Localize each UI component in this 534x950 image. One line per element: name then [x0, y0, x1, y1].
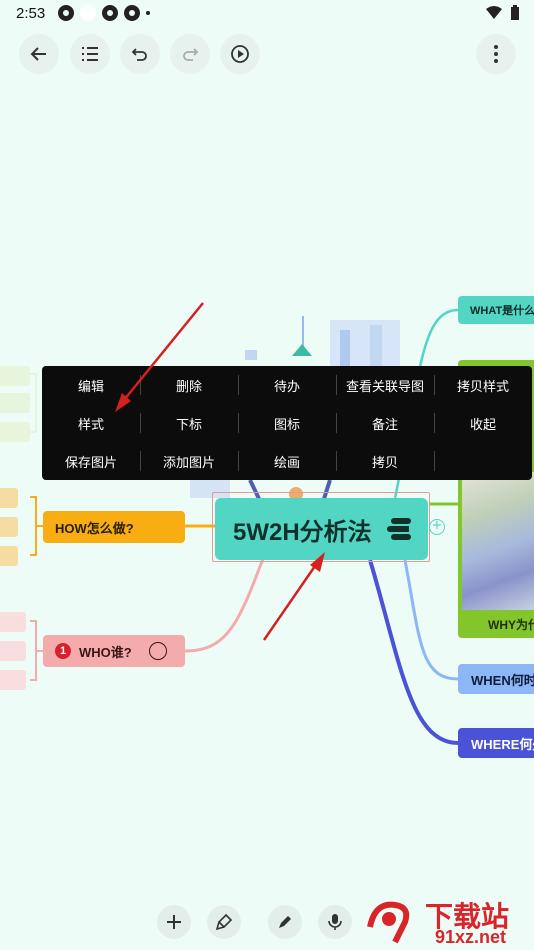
collapsed-leaf[interactable] [0, 422, 30, 442]
menu-item-subscript[interactable]: 下标 [175, 417, 202, 433]
menu-item-icon[interactable]: 图标 [273, 417, 300, 433]
pen-button[interactable] [268, 905, 302, 939]
node-where-label: WHERE何处 [471, 736, 534, 752]
menu-item-add-image[interactable]: 添加图片 [162, 455, 215, 471]
top-toolbar [0, 34, 534, 76]
notification-icon [124, 5, 140, 21]
menu-item-note[interactable]: 备注 [371, 417, 398, 433]
more-notifications-dot [146, 11, 150, 15]
menu-separator [434, 413, 435, 433]
node-who-label: WHO谁? [79, 644, 132, 660]
central-topic[interactable]: 5W2H分析法 [215, 498, 428, 560]
how-leaf[interactable] [0, 517, 18, 537]
central-topic-title: 5W2H分析法 [233, 518, 372, 546]
context-menu: 编辑 删除 待办 查看关联导图 拷贝样式 样式 下标 图标 备注 收起 保存图片… [42, 366, 532, 480]
menu-item-copy[interactable]: 拷贝 [371, 455, 398, 471]
logo-mark-icon [367, 901, 410, 944]
node-how-label: HOW怎么做? [55, 520, 134, 536]
menu-separator [336, 413, 337, 433]
node-when[interactable]: WHEN何时 [458, 664, 534, 694]
collapsed-leaf[interactable] [0, 366, 30, 386]
microphone-icon [328, 914, 342, 930]
menu-separator [140, 375, 141, 395]
play-button[interactable] [220, 34, 260, 74]
notification-icon [58, 5, 74, 21]
watermark-url: 91xz.net [435, 927, 507, 947]
menu-item-draw[interactable]: 绘画 [273, 455, 300, 471]
node-what-label: WHAT是什么 [470, 305, 534, 317]
node-why-label: WHY为什么 [488, 618, 534, 632]
node-who[interactable]: 1 WHO谁? [43, 635, 185, 667]
back-button[interactable] [19, 34, 59, 74]
node-what[interactable]: WHAT是什么 [458, 296, 534, 324]
menu-separator [434, 451, 435, 471]
notification-icon [80, 5, 96, 21]
system-icons [486, 5, 520, 21]
who-leaf[interactable] [0, 670, 26, 690]
wifi-icon [486, 6, 502, 19]
topic-structure-icon [387, 518, 415, 540]
watermark-logo: 下载站 91xz.net [365, 895, 534, 950]
bottom-toolbar [150, 900, 534, 946]
status-time: 2:53 [16, 5, 46, 22]
menu-separator [336, 375, 337, 395]
node-when-label: WHEN何时 [471, 672, 534, 688]
status-bar: 2:53 [0, 0, 534, 28]
menu-separator [434, 375, 435, 395]
menu-item-view-related[interactable]: 查看关联导图 [345, 379, 424, 395]
flower-photo [462, 472, 534, 610]
who-leaf[interactable] [0, 641, 26, 661]
menu-item-todo[interactable]: 待办 [273, 379, 300, 395]
menu-item-edit[interactable]: 编辑 [77, 379, 104, 395]
format-painter-button[interactable] [207, 905, 241, 939]
collapsed-leaf[interactable] [0, 393, 30, 413]
undo-button[interactable] [120, 34, 160, 74]
menu-item-save-image[interactable]: 保存图片 [64, 455, 117, 471]
menu-separator [140, 451, 141, 471]
how-leaf[interactable] [0, 488, 18, 508]
notification-icons [58, 5, 150, 21]
menu-separator [238, 413, 239, 433]
add-node-button[interactable] [157, 905, 191, 939]
node-how[interactable]: HOW怎么做? [43, 511, 185, 543]
undo-icon [131, 48, 147, 61]
menu-separator [140, 413, 141, 433]
priority-badge: 1 [55, 643, 71, 659]
menu-separator [238, 375, 239, 395]
node-where[interactable]: WHERE何处 [458, 728, 534, 758]
add-child-icon[interactable]: + [429, 519, 445, 535]
list-icon [82, 47, 98, 61]
redo-button[interactable] [170, 34, 210, 74]
more-vertical-icon [494, 45, 498, 63]
menu-separator [336, 451, 337, 471]
watermark-title: 下载站 [425, 900, 510, 933]
how-leaf[interactable] [0, 546, 18, 566]
play-icon [231, 45, 249, 63]
more-button[interactable] [476, 34, 516, 74]
voice-button[interactable] [318, 905, 352, 939]
outline-button[interactable] [70, 34, 110, 74]
plus-icon [167, 915, 181, 929]
pen-icon [279, 916, 291, 928]
menu-item-copy-style[interactable]: 拷贝样式 [456, 379, 509, 395]
redo-icon [183, 48, 199, 61]
back-arrow-icon [30, 47, 46, 61]
brush-icon [215, 913, 233, 931]
menu-item-collapse[interactable]: 收起 [469, 417, 496, 433]
battery-icon [511, 5, 519, 20]
menu-item-style[interactable]: 样式 [77, 417, 104, 433]
menu-separator [238, 451, 239, 471]
menu-item-delete[interactable]: 删除 [175, 379, 202, 395]
notification-icon [102, 5, 118, 21]
link-icon[interactable] [149, 642, 167, 660]
who-leaf[interactable] [0, 612, 26, 632]
